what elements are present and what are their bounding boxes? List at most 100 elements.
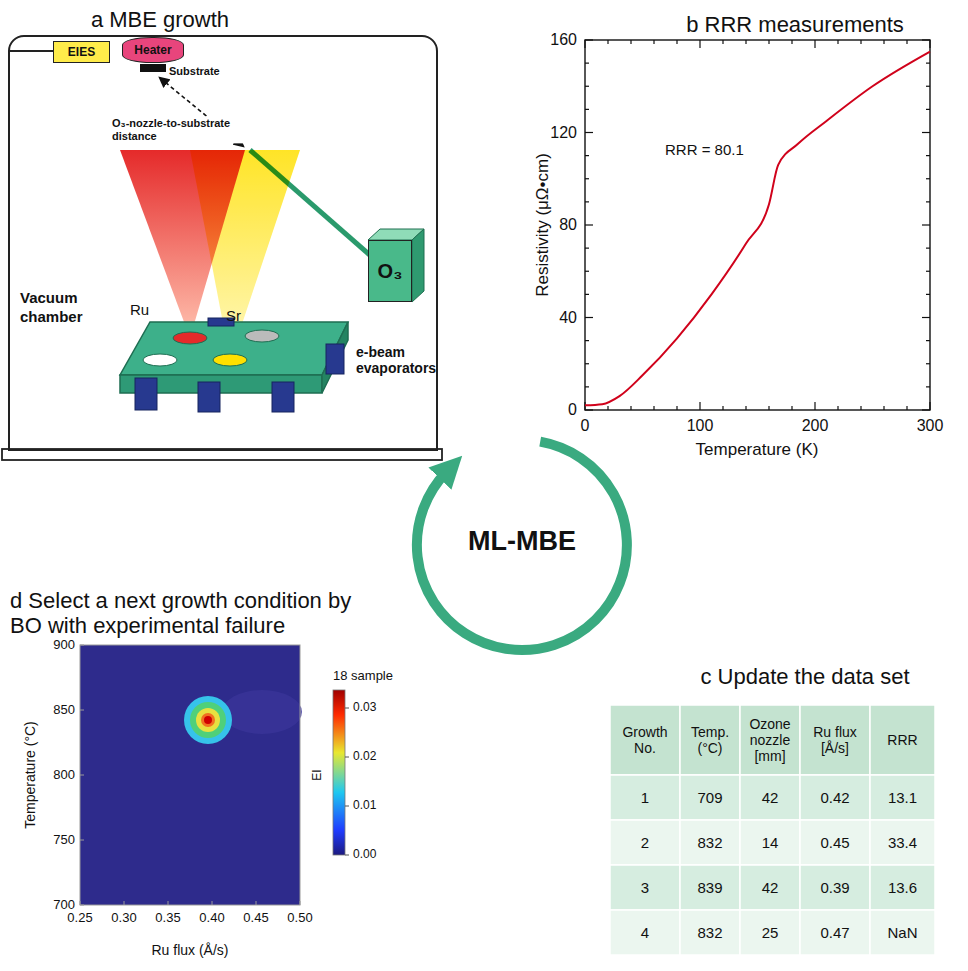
graphic-mark (800, 865, 870, 910)
graphic-mark (610, 910, 680, 955)
graphic-mark (926, 63, 930, 64)
eies-box: EIES (53, 41, 110, 63)
sr-crucible (213, 354, 247, 366)
graphic-mark (585, 155, 589, 156)
graphic-mark (680, 705, 740, 775)
colorbar-ticks (345, 708, 349, 855)
panel-heading: d Select a next growth condition by BO w… (10, 588, 375, 639)
crucible (245, 330, 279, 342)
graphic-mark (676, 406, 677, 410)
heatmap-peak (184, 696, 232, 744)
tick-label: 0.03 (353, 701, 376, 715)
graphic-mark (922, 132, 930, 133)
graphic-mark (585, 86, 589, 87)
graphic-mark (680, 910, 740, 955)
graphic-mark (791, 40, 792, 44)
table-cell: 13.6 (873, 879, 932, 896)
graphic-mark (585, 317, 593, 318)
heatmap-ticks (80, 645, 300, 905)
colorbar-title: EI (311, 769, 325, 780)
eies-cable (10, 50, 53, 52)
beam-label: Ru (130, 301, 149, 318)
tick-label: 0 (581, 417, 590, 435)
tick-label: 40 (559, 308, 577, 326)
table-cell: 832 (683, 924, 737, 941)
table-cell: 0.42 (803, 789, 867, 806)
graphic-mark (80, 775, 84, 776)
table-header: Temp. (°C) (683, 724, 737, 756)
colorbar (333, 690, 345, 855)
table-cell: 832 (683, 834, 737, 851)
tick-label: 0 (568, 401, 577, 419)
graphic-mark (80, 645, 84, 646)
graphic-mark (922, 317, 930, 318)
graphic-mark (926, 109, 930, 110)
graphic-mark (926, 271, 930, 272)
graphic-mark (80, 901, 81, 905)
table-cell: 13.1 (873, 789, 932, 806)
graphic-mark (745, 406, 746, 410)
tick-label: 0.25 (67, 911, 92, 926)
chart-ticks (585, 40, 930, 410)
graphic-mark (345, 708, 349, 709)
graphic-mark (870, 910, 935, 955)
tick-label: 160 (550, 31, 577, 49)
graphic-mark (883, 406, 884, 410)
annotation: RRR = 80.1 (665, 141, 744, 158)
heatmap-frame (80, 645, 300, 905)
graphic-mark (906, 40, 907, 44)
graphic-mark (929, 40, 930, 48)
graphic-mark (610, 775, 680, 820)
table-cell: 42 (743, 879, 797, 896)
part-label: Substrate (169, 65, 220, 78)
graphic-mark (585, 109, 589, 110)
graphic-mark (585, 132, 593, 133)
graphic-mark (585, 409, 593, 410)
table-header: Ozone nozzle [mm] (743, 716, 797, 764)
graphic-mark (699, 40, 700, 48)
tick-label: 850 (53, 703, 75, 718)
evaporator-side (322, 322, 348, 393)
graphic-mark (345, 855, 349, 856)
tick-label: 300 (917, 417, 944, 435)
graphic-mark (870, 705, 935, 775)
tick-label: 0.40 (199, 911, 224, 926)
graphic-mark (768, 406, 769, 410)
graphic-mark (740, 775, 800, 820)
graphic-mark (585, 224, 593, 225)
table-cell: 14 (743, 834, 797, 851)
box-label: EIES (68, 46, 95, 58)
graphic-mark (926, 248, 930, 249)
axis-title: Temperature (K) (696, 440, 819, 460)
graphic-mark (630, 40, 631, 44)
vacuum-chamber: Vacuum chamberEIESHeaterO₃ (8, 35, 438, 451)
tick-label: 0.45 (243, 911, 268, 926)
graphic-mark (585, 386, 589, 387)
table-cell: 25 (743, 924, 797, 941)
panel-heading: b RRR measurements (686, 12, 904, 37)
table-cell: 3 (613, 879, 677, 896)
graphic-mark (300, 901, 301, 905)
heatmap-peak (204, 716, 212, 724)
crucible (143, 354, 177, 366)
table-cell: NaN (873, 924, 932, 941)
tick-label: 120 (550, 123, 577, 141)
graphic-mark (699, 402, 700, 410)
table-header: RRR (873, 732, 932, 748)
graphic-mark (585, 178, 589, 179)
heatmap-peak (201, 713, 215, 727)
heatmap-peak (190, 702, 226, 738)
graphic-mark (926, 201, 930, 202)
graphic-mark (585, 294, 589, 295)
tick-label: 0.50 (287, 911, 312, 926)
evaporator-block (198, 382, 220, 412)
table-header: Ru flux [Å/s] (803, 724, 867, 756)
evaporator-block (135, 378, 157, 410)
evaporator-block (272, 382, 294, 412)
cycle-arrow (417, 442, 627, 650)
table-cell: 709 (683, 789, 737, 806)
graphic-mark (653, 406, 654, 410)
graphic-mark (814, 40, 815, 48)
graphic-mark (860, 40, 861, 44)
